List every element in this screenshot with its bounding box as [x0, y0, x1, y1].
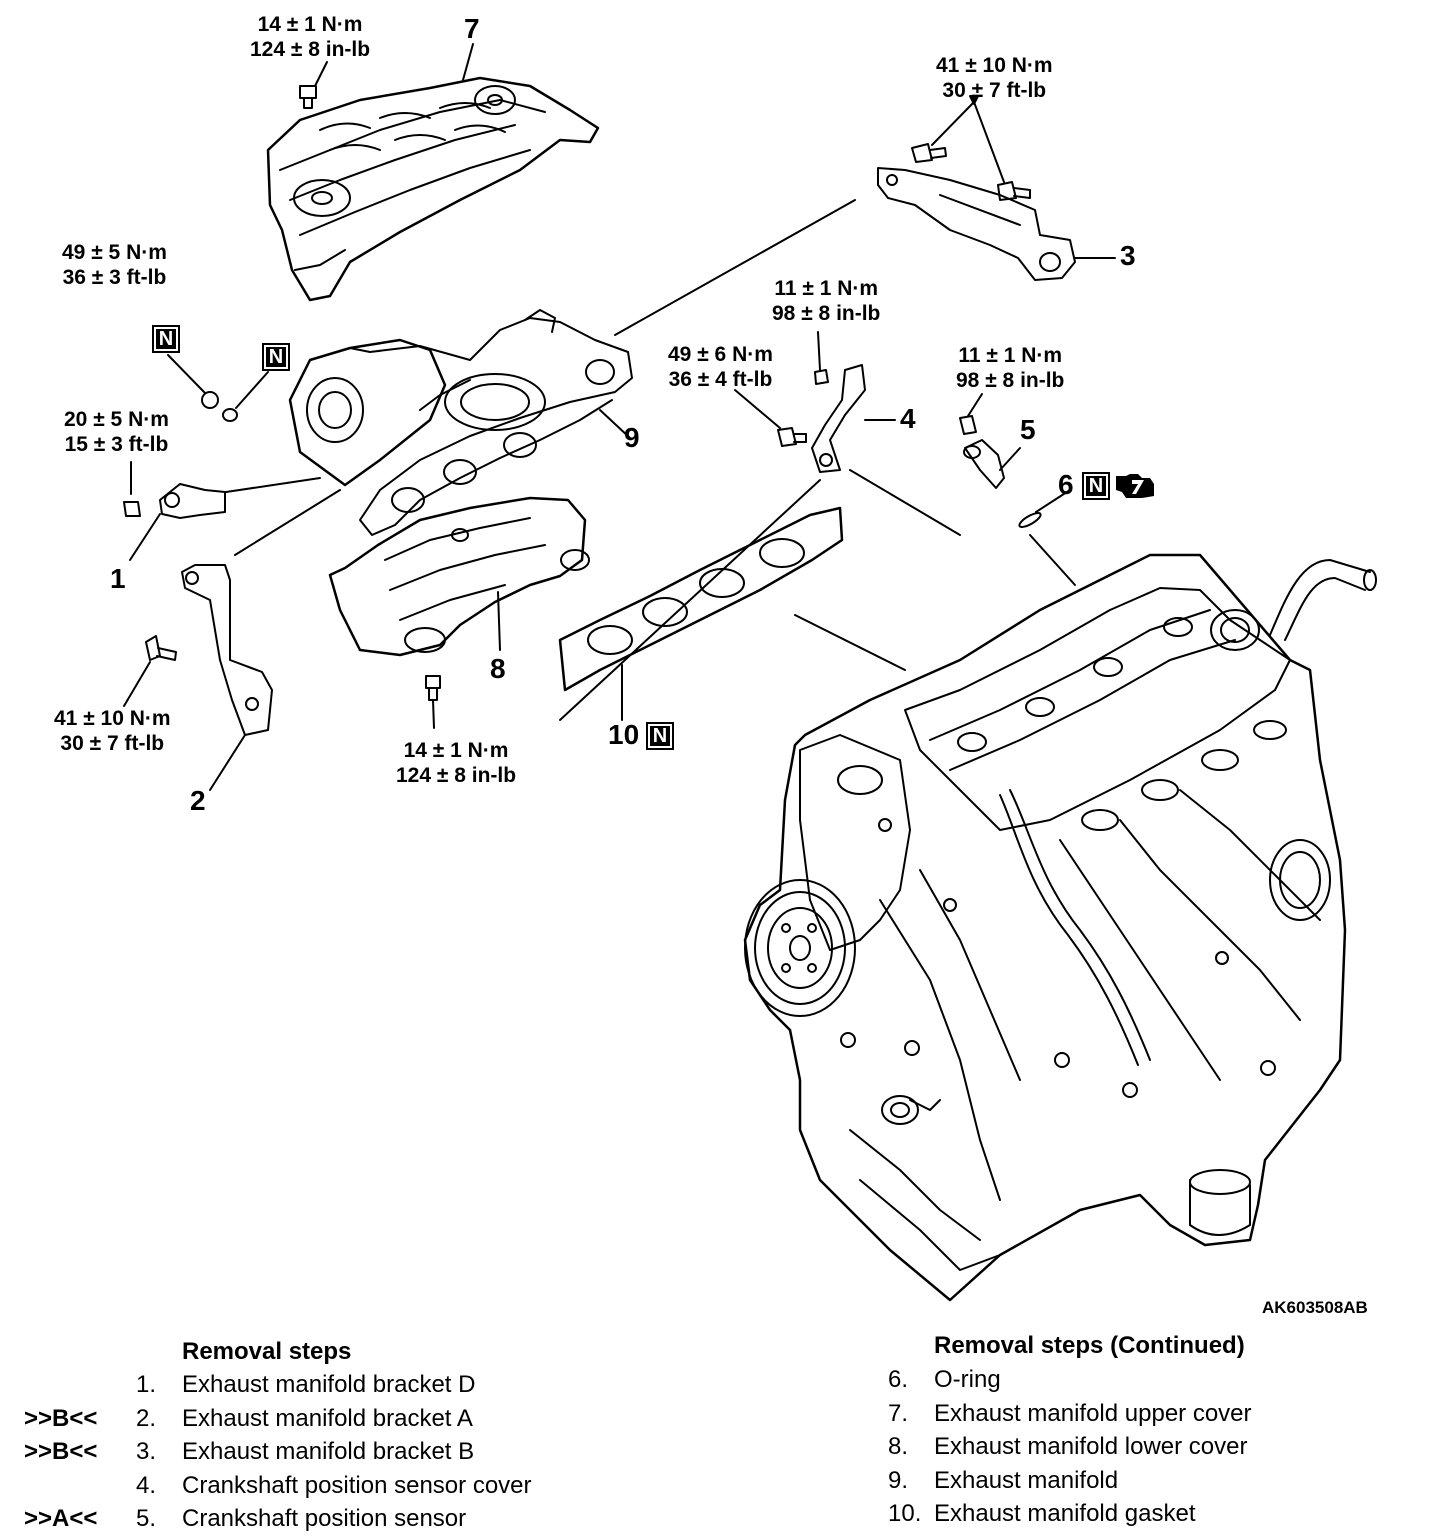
torque-spec-lower-cover-bolt: 14 ± 1 N·m 124 ± 8 in-lb — [396, 738, 516, 788]
torque-metric: 14 ± 1 N·m — [257, 13, 363, 36]
torque-imperial: 36 ± 4 ft-lb — [668, 368, 773, 391]
new-part-symbol: N — [646, 722, 674, 750]
torque-imperial: 98 ± 8 in-lb — [956, 369, 1065, 392]
exhaust-manifold-part-9 — [288, 309, 633, 536]
torque-metric: 49 ± 6 N·m — [668, 343, 773, 366]
removal-step-item: >>A<< 5. Crankshaft position sensor — [24, 1504, 624, 1534]
removal-step-item: 9. Exhaust manifold — [888, 1466, 1428, 1496]
bolt-lower-cover — [425, 675, 441, 729]
removal-step-item: 4. Crankshaft position sensor cover — [24, 1471, 624, 1501]
bolt-bracket-d — [123, 461, 141, 517]
o-ring-part-6 — [1018, 512, 1042, 528]
bolt-upper-cover — [299, 61, 328, 109]
step-label: Exhaust manifold lower cover — [934, 1433, 1248, 1460]
callout-10: 10 — [608, 719, 640, 750]
step-number: 2. — [136, 1404, 157, 1432]
figure-id: AK603508AB — [1262, 1298, 1368, 1317]
step-reference-mark: >>A<< — [24, 1505, 98, 1532]
bolt-bracket-a — [123, 635, 177, 707]
torque-imperial: 30 ± 7 ft-lb — [60, 732, 165, 755]
engine-block — [743, 553, 1377, 1302]
callout-8: 8 — [490, 653, 506, 684]
torque-spec-sensor-bolt: 11 ± 1 N·m 98 ± 8 in-lb — [956, 343, 1064, 393]
step-label: Exhaust manifold bracket D — [182, 1371, 476, 1398]
torque-spec-upper-cover-bolt: 14 ± 1 N·m 124 ± 8 in-lb — [250, 12, 370, 62]
torque-spec-bracket-d-bolt: 20 ± 5 N·m 15 ± 3 ft-lb — [64, 407, 169, 457]
bracket-d-part-1 — [129, 477, 321, 561]
torque-metric: 20 ± 5 N·m — [64, 408, 169, 431]
torque-metric: 41 ± 10 N·m — [54, 707, 171, 730]
crank-sensor-cover-part-4 — [559, 364, 961, 721]
callout-7: 7 — [464, 13, 480, 44]
callout-3: 3 — [1120, 240, 1136, 271]
torque-metric: 14 ± 1 N·m — [403, 739, 509, 762]
step-number: 5. — [136, 1505, 157, 1532]
new-part-symbol: N — [152, 325, 180, 353]
torque-spec-sensor-cover-bolt: 11 ± 1 N·m 98 ± 8 in-lb — [772, 276, 880, 326]
removal-step-item: >>B<< 3. Exhaust manifold bracket B — [24, 1437, 624, 1467]
step-number: 4. — [136, 1471, 157, 1499]
step-number: 8. — [888, 1433, 909, 1460]
step-label: Exhaust manifold bracket A — [182, 1404, 473, 1432]
torque-metric: 41 ± 10 N·m — [936, 54, 1053, 77]
bolts-sensor-cover — [734, 331, 829, 447]
step-label: Exhaust manifold gasket — [934, 1500, 1196, 1527]
callout-2: 2 — [190, 785, 206, 816]
torque-imperial: 124 ± 8 in-lb — [250, 38, 371, 61]
torque-imperial: 36 ± 3 ft-lb — [62, 266, 167, 289]
removal-step-item: 6. O-ring — [888, 1365, 1428, 1395]
step-label: O-ring — [934, 1366, 1001, 1393]
step-number: 1. — [136, 1371, 157, 1398]
bracket-b-part-3 — [614, 167, 1116, 336]
removal-steps-title: Removal steps — [182, 1338, 352, 1365]
crank-sensor-part-5 — [959, 393, 1021, 489]
upper-cover-part-7 — [266, 76, 600, 302]
step-reference-mark: >>B<< — [24, 1404, 98, 1432]
step-number: 6. — [888, 1366, 909, 1393]
torque-metric: 49 ± 5 N·m — [62, 241, 167, 264]
oil-can-icon — [1116, 474, 1154, 498]
new-part-symbol: N — [1082, 472, 1110, 500]
torque-imperial: 124 ± 8 in-lb — [396, 764, 517, 787]
callout-6: 6 — [1058, 469, 1074, 500]
removal-step-item: 7. Exhaust manifold upper cover — [888, 1399, 1428, 1429]
removal-step-item: 10. Exhaust manifold gasket — [888, 1499, 1428, 1529]
callout-1: 1 — [110, 563, 126, 594]
callout-9: 9 — [624, 422, 640, 453]
bolts-bracket-b — [911, 101, 1031, 201]
step-label: Exhaust manifold upper cover — [934, 1399, 1252, 1427]
lower-cover-part-8 — [328, 496, 590, 657]
torque-spec-bracket-a-bolt: 41 ± 10 N·m 30 ± 7 ft-lb — [54, 706, 171, 756]
step-number: 7. — [888, 1399, 909, 1427]
removal-step-item: 1. Exhaust manifold bracket D — [24, 1370, 624, 1400]
step-label: Exhaust manifold — [934, 1466, 1119, 1494]
step-number: 9. — [888, 1466, 909, 1494]
step-number: 10. — [888, 1500, 922, 1527]
removal-steps-continued-title: Removal steps (Continued) — [934, 1332, 1245, 1359]
callout-5: 5 — [1020, 414, 1036, 445]
step-label: Crankshaft position sensor — [182, 1505, 467, 1532]
torque-spec-stud-bolt: 49 ± 6 N·m 36 ± 4 ft-lb — [668, 342, 773, 392]
torque-imperial: 30 ± 7 ft-lb — [942, 79, 1047, 102]
torque-spec-bracket-b-bolts: 41 ± 10 N·m 30 ± 7 ft-lb — [936, 53, 1053, 103]
torque-metric: 11 ± 1 N·m — [958, 344, 1063, 367]
step-number: 3. — [136, 1438, 157, 1465]
step-label: Exhaust manifold bracket B — [182, 1438, 475, 1465]
torque-metric: 11 ± 1 N·m — [774, 277, 879, 300]
step-label: Crankshaft position sensor cover — [182, 1471, 532, 1499]
callout-4: 4 — [900, 403, 916, 434]
new-part-symbol: N — [262, 343, 290, 371]
torque-spec-manifold-nut: 49 ± 5 N·m 36 ± 3 ft-lb — [62, 240, 167, 290]
step-reference-mark: >>B<< — [24, 1438, 98, 1465]
torque-imperial: 15 ± 3 ft-lb — [64, 433, 169, 456]
gasket-part-10 — [558, 506, 844, 721]
removal-step-item: 8. Exhaust manifold lower cover — [888, 1432, 1428, 1462]
bracket-a-part-2 — [181, 489, 341, 791]
torque-imperial: 98 ± 8 in-lb — [772, 302, 881, 325]
removal-step-item: >>B<< 2. Exhaust manifold bracket A — [24, 1404, 624, 1434]
